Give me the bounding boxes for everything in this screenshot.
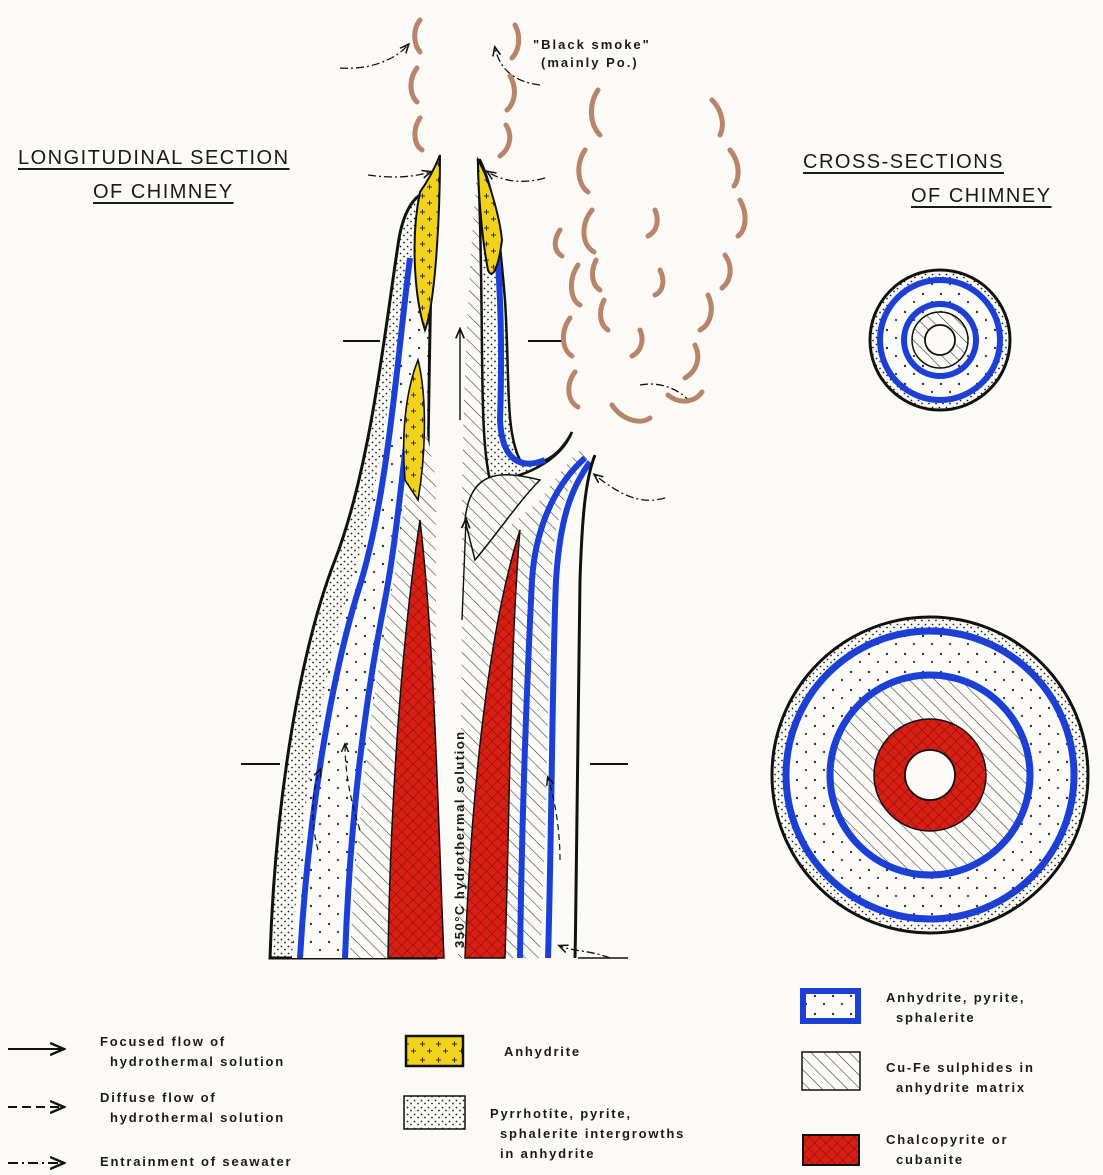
legend-diffuse-flow-line2: hydrothermal solution	[110, 1108, 285, 1128]
legend-anhydrite-pyrite-line1: Anhydrite, pyrite,	[886, 988, 1025, 1008]
legend-chalcopyrite-line2: cubanite	[896, 1150, 1008, 1170]
legend-focused-flow: Focused flow of hydrothermal solution	[100, 1032, 285, 1072]
legend-cufe-sulphides: Cu-Fe sulphides in anhydrite matrix	[886, 1058, 1035, 1098]
entrainment-arrow-top-left	[368, 172, 430, 177]
entrainment-arrow-branch	[595, 475, 665, 500]
legend-pyrrhotite: Pyrrhotite, pyrite, sphalerite intergrow…	[490, 1104, 685, 1164]
legend-entrainment-line1: Entrainment of seawater	[100, 1152, 292, 1172]
legend-focused-flow-line1: Focused flow of	[100, 1032, 285, 1052]
hydrothermal-solution-label: 350°C hydrothermal solution	[452, 730, 467, 948]
cross-section-lower	[772, 617, 1088, 933]
entrainment-arrow-bottom	[560, 946, 610, 958]
legend-cufe-line2: anhydrite matrix	[896, 1078, 1035, 1098]
upper-conduit	[925, 325, 955, 355]
legend-diffuse-flow-line1: Diffuse flow of	[100, 1088, 285, 1108]
black-smoke-plume	[411, 20, 745, 421]
legend-focused-flow-line2: hydrothermal solution	[110, 1052, 285, 1072]
swatch-crosshatch-red	[803, 1135, 859, 1165]
entrainment-arrow-smoke-1	[340, 45, 408, 68]
legend-anhydrite-pyrite: Anhydrite, pyrite, sphalerite	[886, 988, 1025, 1028]
legend-anhydrite: Anhydrite	[504, 1042, 581, 1062]
legend-anhydrite-pyrite-line2: sphalerite	[896, 1008, 1025, 1028]
entrainment-arrow-top-right	[488, 172, 545, 181]
legend-pyrrhotite-line1: Pyrrhotite, pyrite,	[490, 1104, 685, 1124]
swatch-blue-rim	[803, 991, 858, 1021]
legend-flow-symbols	[8, 1049, 62, 1163]
legend-cufe-line1: Cu-Fe sulphides in	[886, 1058, 1035, 1078]
diffuse-arrow-4	[640, 384, 688, 400]
legend-diffuse-flow: Diffuse flow of hydrothermal solution	[100, 1088, 285, 1128]
cross-section-upper	[870, 270, 1010, 410]
legend-chalcopyrite-line1: Chalcopyrite or	[886, 1130, 1008, 1150]
legend-chalcopyrite: Chalcopyrite or cubanite	[886, 1130, 1008, 1170]
left-anhydrite-top	[415, 155, 440, 330]
swatch-stipple	[404, 1096, 465, 1129]
swatch-anhydrite	[406, 1036, 463, 1066]
legend-pyrrhotite-line3: in anhydrite	[500, 1144, 685, 1164]
lower-conduit	[905, 750, 955, 800]
longitudinal-section	[241, 20, 745, 958]
legend-entrainment: Entrainment of seawater	[100, 1152, 292, 1172]
legend-anhydrite-line1: Anhydrite	[504, 1042, 581, 1062]
swatch-hatched	[802, 1052, 860, 1090]
right-wall-outline	[575, 455, 595, 958]
legend-pyrrhotite-line2: sphalerite intergrowths	[500, 1124, 685, 1144]
